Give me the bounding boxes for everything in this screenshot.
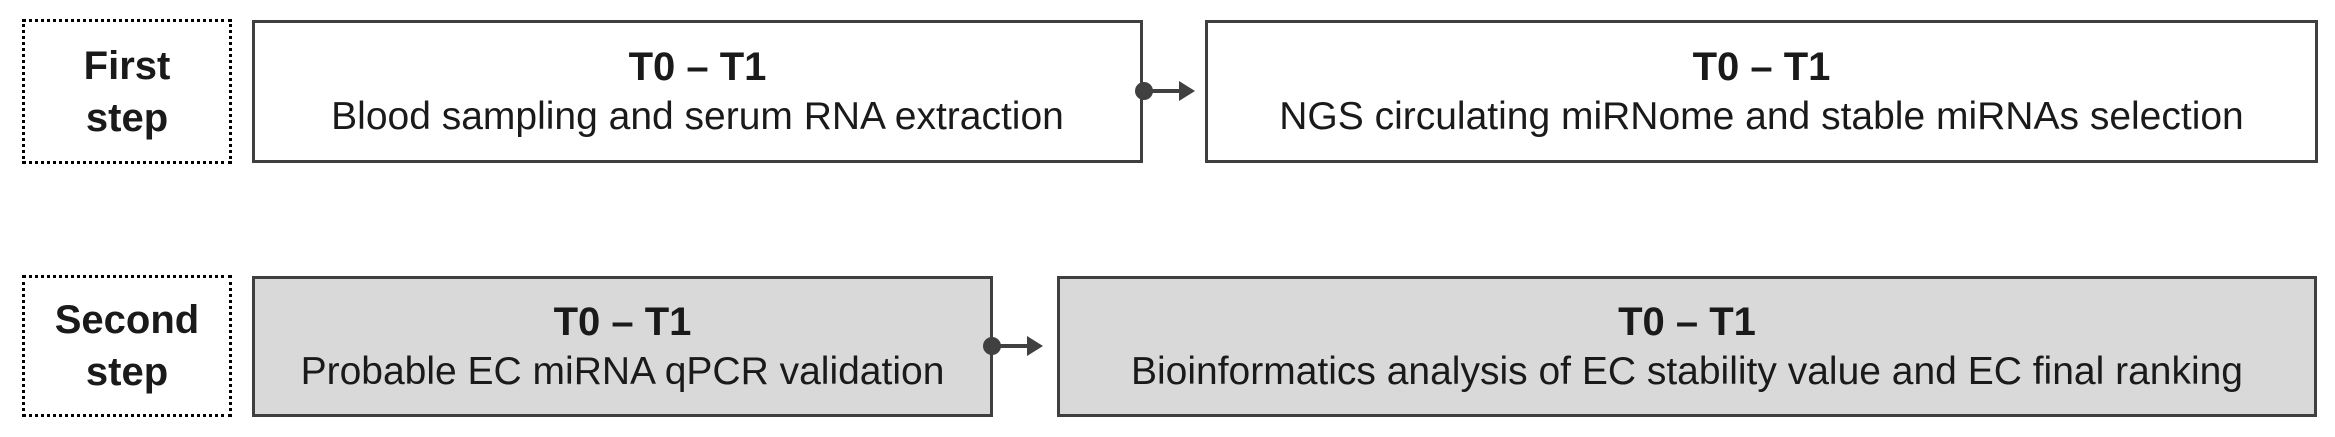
second-step-label-line2: step — [85, 350, 169, 394]
connector-arrow-row2 — [983, 336, 1043, 356]
second-step-label-line1: Second — [54, 298, 200, 342]
step2-box2-text: Bioinformatics analysis of EC stability … — [1130, 349, 2243, 393]
step1-box-ngs-mirnome: T0 – T1 NGS circulating miRNome and stab… — [1205, 20, 2318, 163]
first-step-label-box: First step — [22, 19, 232, 164]
step1-box2-text: NGS circulating miRNome and stable miRNA… — [1279, 94, 2244, 138]
step1-box2-title: T0 – T1 — [1692, 44, 1831, 89]
connector-arrow-row1 — [1135, 81, 1195, 101]
step2-box-bioinformatics-ranking: T0 – T1 Bioinformatics analysis of EC st… — [1057, 276, 2317, 417]
second-step-label-box: Second step — [22, 275, 232, 417]
step2-box2-title: T0 – T1 — [1618, 299, 1756, 344]
step2-box-qpcr-validation: T0 – T1 Probable EC miRNA qPCR validatio… — [252, 276, 993, 417]
step1-box1-text: Blood sampling and serum RNA extraction — [331, 94, 1064, 138]
step1-box-rna-extraction: T0 – T1 Blood sampling and serum RNA ext… — [252, 20, 1143, 163]
step2-box1-title: T0 – T1 — [553, 299, 692, 344]
first-step-label-line1: First — [83, 43, 171, 88]
step2-box1-text: Probable EC miRNA qPCR validation — [300, 349, 945, 393]
step1-box1-title: T0 – T1 — [628, 44, 767, 89]
first-step-label-line2: step — [85, 95, 169, 140]
